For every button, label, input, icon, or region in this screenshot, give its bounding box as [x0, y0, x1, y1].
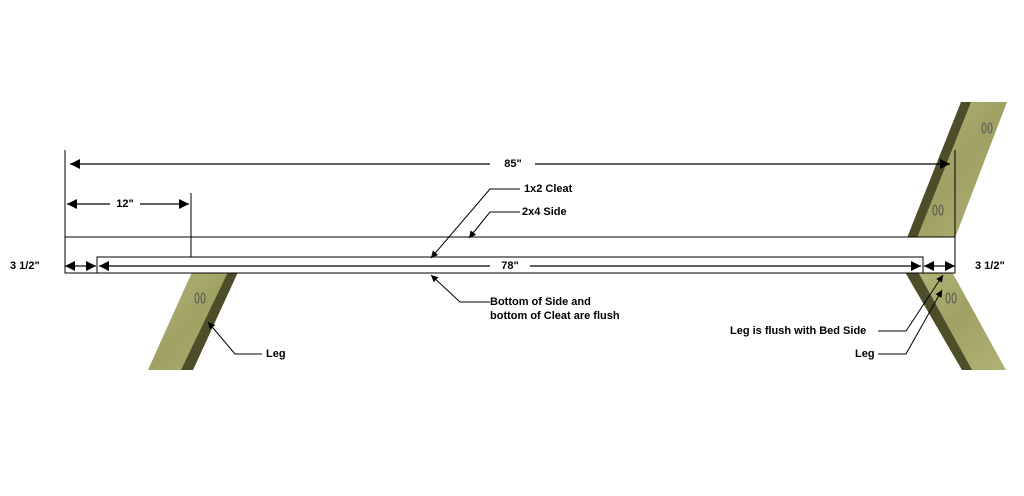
leg-flush-callout: Leg is flush with Bed Side: [730, 325, 867, 337]
cleat-callout: 1x2 Cleat: [524, 183, 573, 195]
right-end-label: 3 1/2": [975, 260, 1005, 272]
right-front-leg: [905, 272, 1006, 370]
cleat-length-label: 78": [494, 261, 526, 272]
leg-offset-label: 12": [112, 199, 138, 210]
right-back-leg: [907, 102, 1007, 238]
leg-flush-leader: [878, 274, 944, 332]
leg-right-leader: [878, 289, 943, 355]
extension-lines: [64, 150, 956, 257]
side-callout: 2x4 Side: [522, 206, 567, 218]
leg-left-leader: [207, 321, 262, 355]
side-leader: [468, 211, 520, 239]
overall-length-label: 85": [496, 159, 530, 170]
left-leg: [148, 272, 238, 370]
leg-right-callout: Leg: [855, 348, 875, 360]
cleat-leader: [430, 188, 520, 259]
leg-left-callout: Leg: [266, 348, 286, 360]
flush-callout-line1: Bottom of Side and: [490, 296, 591, 308]
left-end-label: 3 1/2": [10, 260, 40, 272]
flush-callout-line2: bottom of Cleat are flush: [490, 310, 620, 322]
flush-leader: [430, 274, 490, 303]
